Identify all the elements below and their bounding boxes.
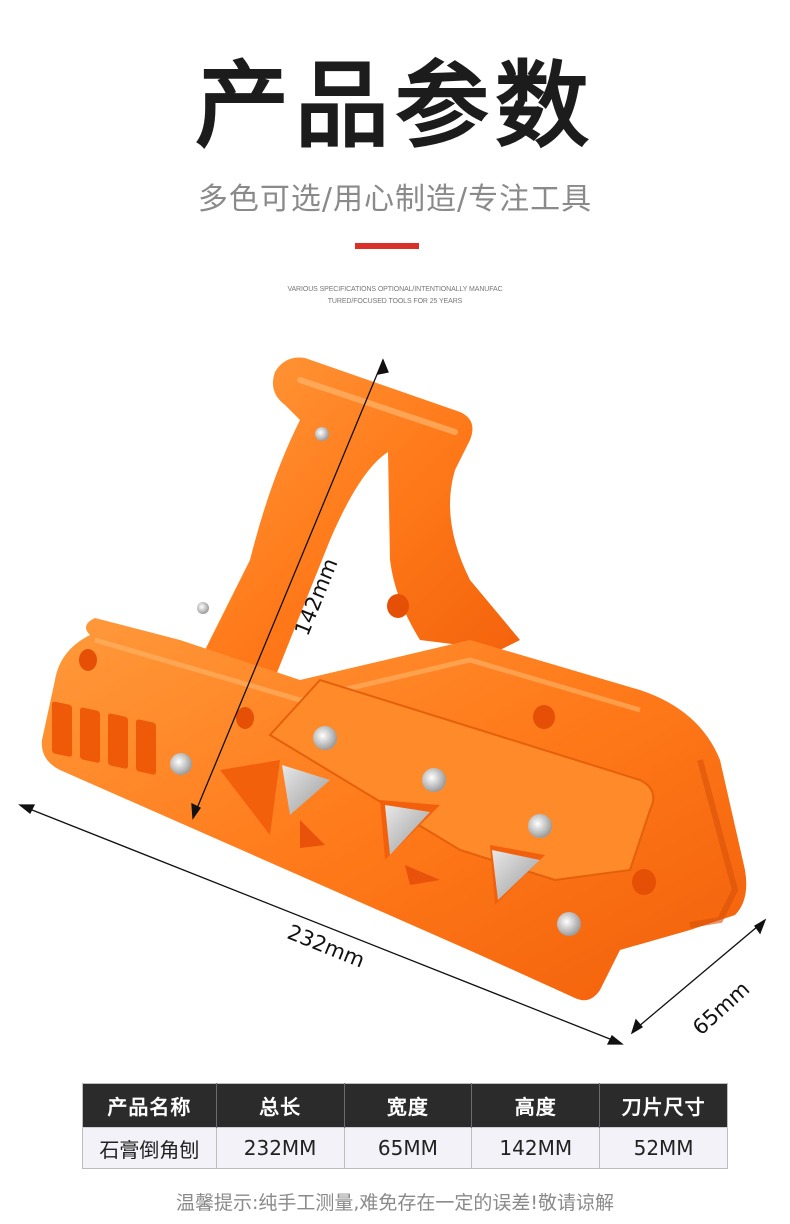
spec-table: 产品名称 总长 宽度 高度 刀片尺寸 石膏倒角刨 232MM 65MM 142M…: [82, 1083, 728, 1169]
mount-holes: [79, 594, 656, 895]
table-row: 石膏倒角刨 232MM 65MM 142MM 52MM: [82, 1127, 728, 1169]
header-total-length: 总长: [216, 1083, 345, 1128]
header-height: 高度: [471, 1083, 601, 1128]
planer-illustration: [18, 357, 767, 1045]
accent-divider: [355, 243, 419, 249]
english-tagline: VARIOUS SPECIFICATIONS OPTIONAL/INTENTIO…: [0, 284, 790, 308]
cell-blade-size: 52MM: [599, 1127, 728, 1169]
cell-total-length: 232MM: [216, 1127, 345, 1169]
blade-windows: [220, 760, 545, 905]
cell-height: 142MM: [471, 1127, 601, 1169]
planer-body: [41, 427, 747, 1001]
page-subtitle: 多色可选/用心制造/专注工具: [197, 182, 593, 217]
english-tagline-line-1: VARIOUS SPECIFICATIONS OPTIONAL/INTENTIO…: [287, 286, 503, 293]
product-image: 142mm 232mm 65mm: [0, 330, 790, 1070]
header-width: 宽度: [344, 1083, 473, 1128]
english-tagline-line-2: TURED/FOCUSED TOOLS FOR 25 YEARS: [327, 298, 463, 305]
header-blade-size: 刀片尺寸: [599, 1083, 728, 1128]
screws: [170, 427, 581, 936]
cell-width: 65MM: [344, 1127, 473, 1169]
measurement-disclaimer: 温馨提示:纯手工测量,难免存在一定的误差!敬请谅解: [175, 1192, 615, 1214]
cell-product-name: 石膏倒角刨: [82, 1127, 217, 1169]
handle: [190, 357, 520, 690]
page-title: 产品参数: [194, 52, 595, 161]
vent-slots: [52, 701, 156, 775]
header-product-name: 产品名称: [82, 1083, 217, 1128]
spec-table-header-row: 产品名称 总长 宽度 高度 刀片尺寸: [82, 1083, 728, 1128]
dimension-lines: [18, 358, 767, 1045]
